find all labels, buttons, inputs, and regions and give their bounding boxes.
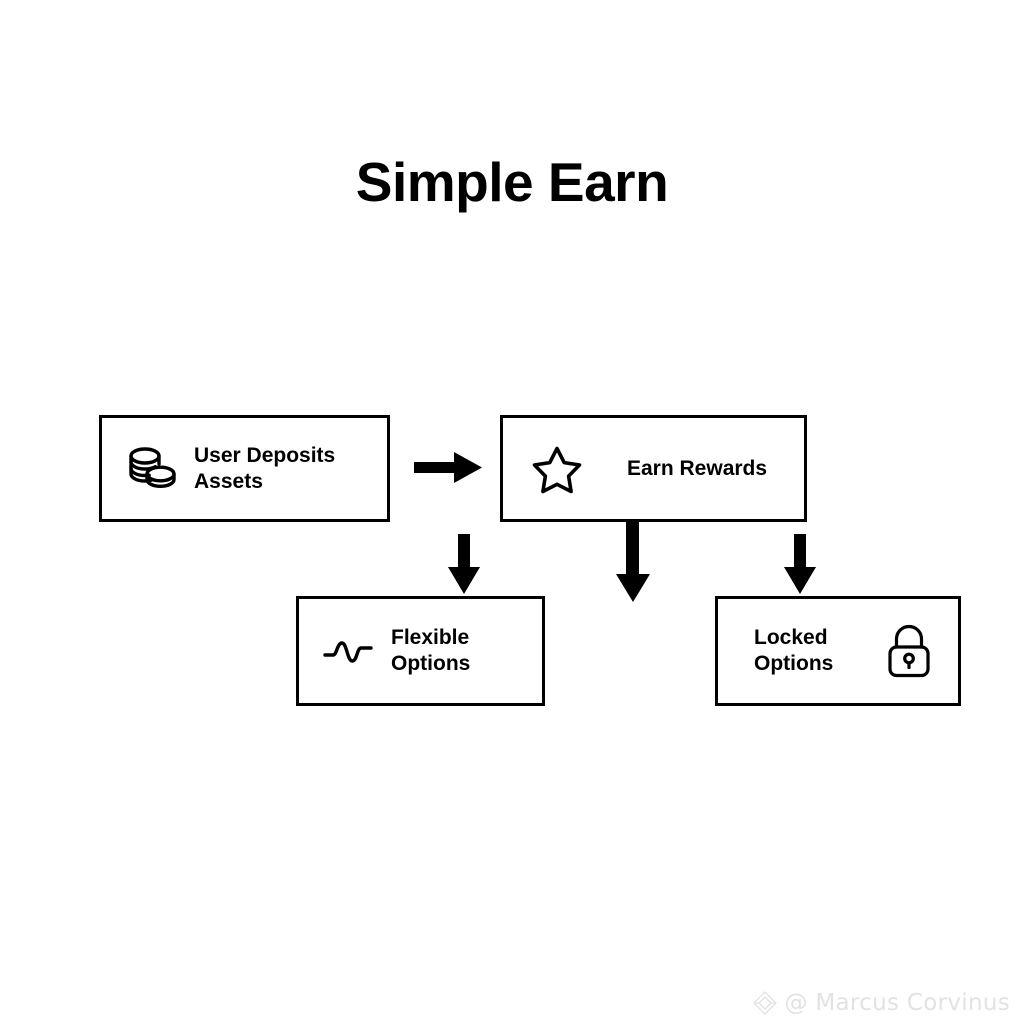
arrow-rewards-to-flexible [443, 534, 485, 601]
arrow-deposits-to-rewards [414, 440, 486, 501]
node-label-locked-options: Locked Options [754, 626, 834, 675]
watermark-text: @ Marcus Corvinus [784, 989, 1010, 1016]
watermark: @ Marcus Corvinus [752, 990, 1010, 1016]
star-icon [529, 441, 585, 497]
arrow-rewards-to-locked [779, 534, 821, 601]
lock-icon [884, 623, 934, 679]
node-label-flexible-options: Flexible Options [391, 626, 471, 675]
node-label-user-deposits-assets: User Deposits Assets [194, 443, 336, 493]
node-flexible-options[interactable]: Flexible Options [296, 596, 545, 706]
wave-icon [323, 630, 373, 672]
page-title: Simple Earn [355, 151, 669, 213]
diamond-logo-icon [752, 990, 778, 1016]
node-earn-rewards[interactable]: Earn Rewards [500, 415, 807, 522]
arrow-rewards-down-middle [612, 522, 654, 609]
node-user-deposits-assets[interactable]: User Deposits Assets [99, 415, 390, 522]
node-locked-options[interactable]: Locked Options [715, 596, 961, 706]
coin-stack-icon [124, 441, 180, 497]
node-label-earn-rewards: Earn Rewards [627, 456, 768, 480]
